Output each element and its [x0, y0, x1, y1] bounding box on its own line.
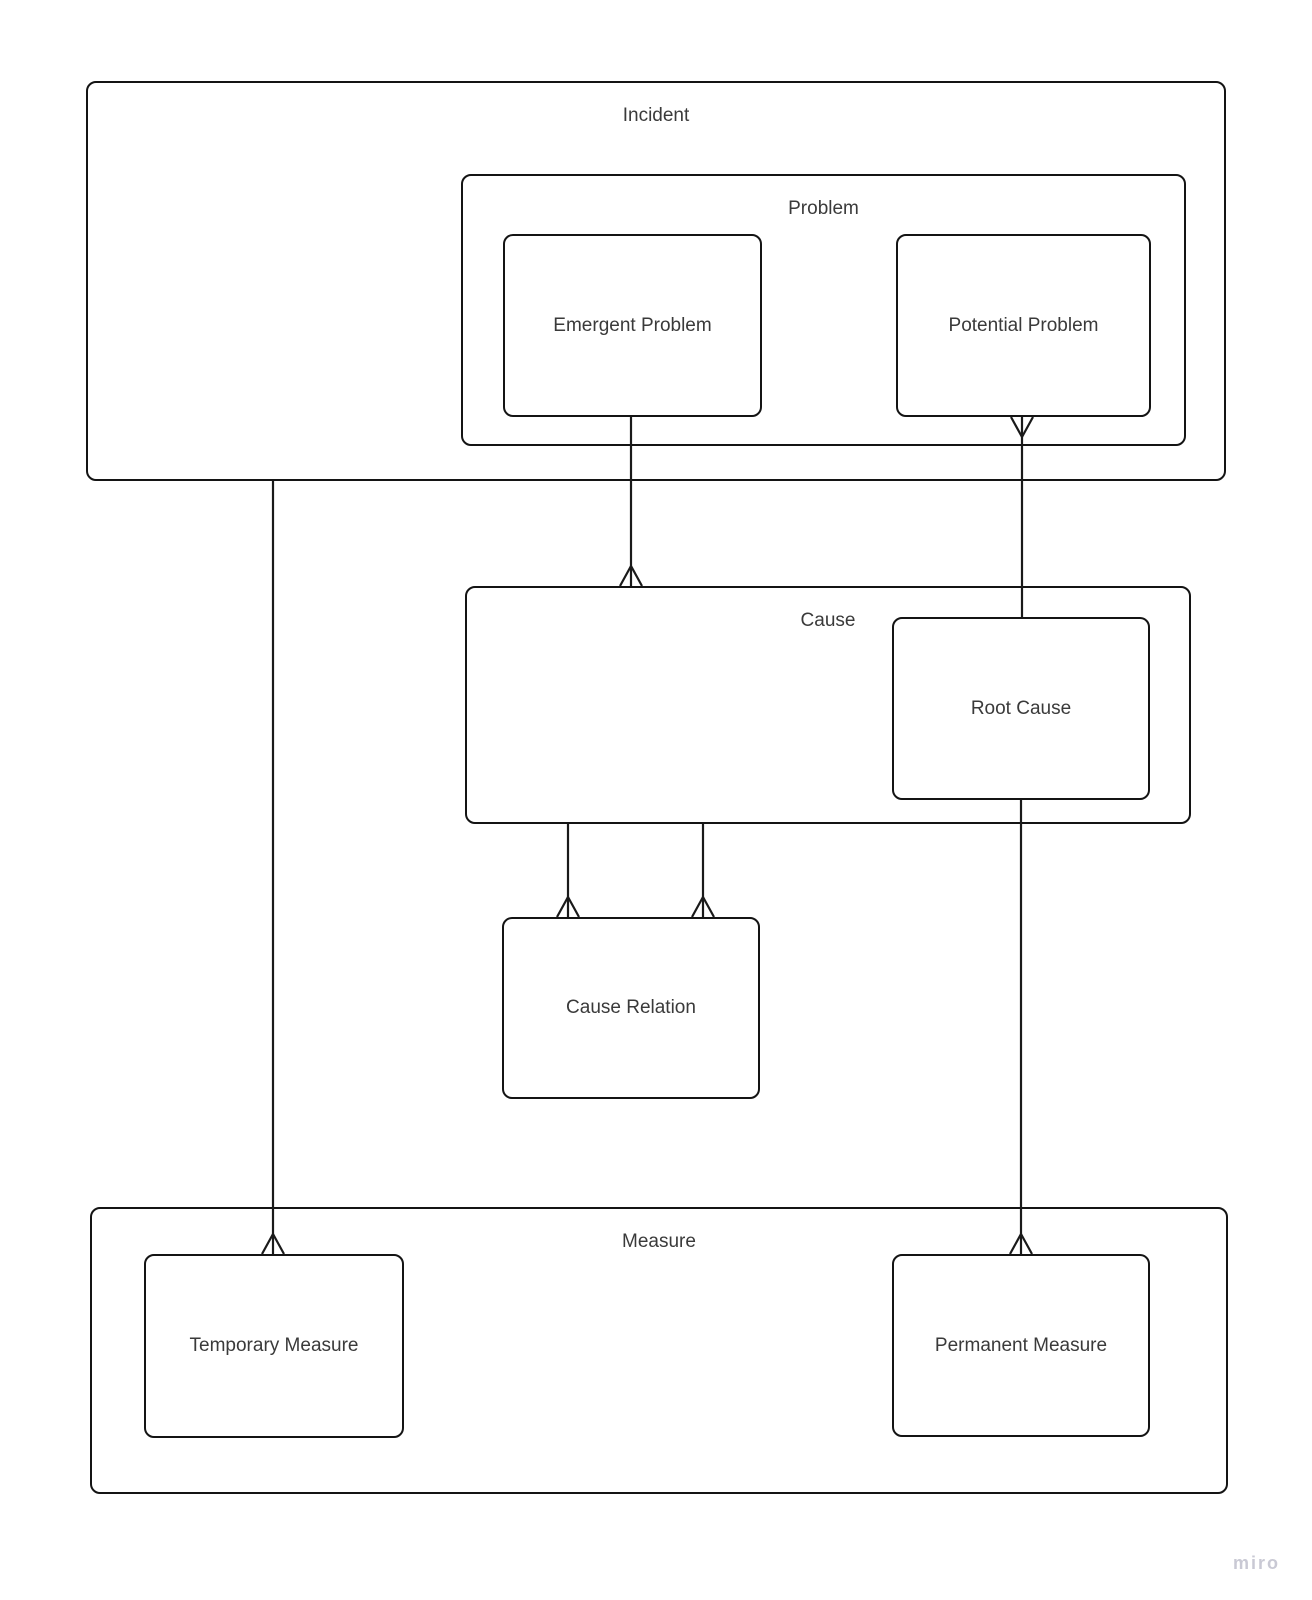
group-measure-label: Measure — [622, 1231, 696, 1252]
entity-permanent-measure-label: Permanent Measure — [934, 1334, 1108, 1356]
entity-cause-relation-label: Cause Relation — [566, 997, 696, 1018]
entity-temporary-measure[interactable]: Temporary Measure — [144, 1254, 404, 1438]
group-cause-label: Cause — [800, 610, 856, 631]
entity-permanent-measure[interactable]: Permanent Measure — [892, 1254, 1150, 1437]
edge-root-cause-permanent-measure[interactable] — [1009, 800, 1033, 1255]
entity-cause-relation[interactable]: Cause Relation — [502, 917, 760, 1099]
entity-potential-problem[interactable]: Potential Problem — [896, 234, 1151, 417]
entity-emergent-problem[interactable]: Emergent Problem — [503, 234, 762, 417]
group-problem-label: Problem — [788, 198, 859, 219]
group-incident-label: Incident — [622, 105, 690, 126]
group-measure[interactable]: Measure — [90, 1207, 1228, 1494]
entity-temporary-measure-label: Temporary Measure — [189, 1335, 359, 1356]
entity-root-cause[interactable]: Root Cause — [892, 617, 1150, 800]
group-problem[interactable]: Problem — [461, 174, 1186, 446]
edge-cause-cause-relation-left[interactable] — [556, 824, 580, 918]
entity-emergent-problem-label: Emergent Problem — [553, 314, 712, 336]
entity-potential-problem-label: Potential Problem — [948, 314, 1099, 336]
group-incident[interactable]: Incident — [86, 81, 1226, 481]
entity-root-cause-label: Root Cause — [970, 697, 1072, 719]
edge-cause-cause-relation-right[interactable] — [691, 824, 715, 918]
edge-incident-temporary-measure[interactable] — [261, 481, 285, 1255]
miro-watermark: miro — [1232, 1553, 1280, 1573]
group-cause[interactable]: Cause — [465, 586, 1191, 824]
